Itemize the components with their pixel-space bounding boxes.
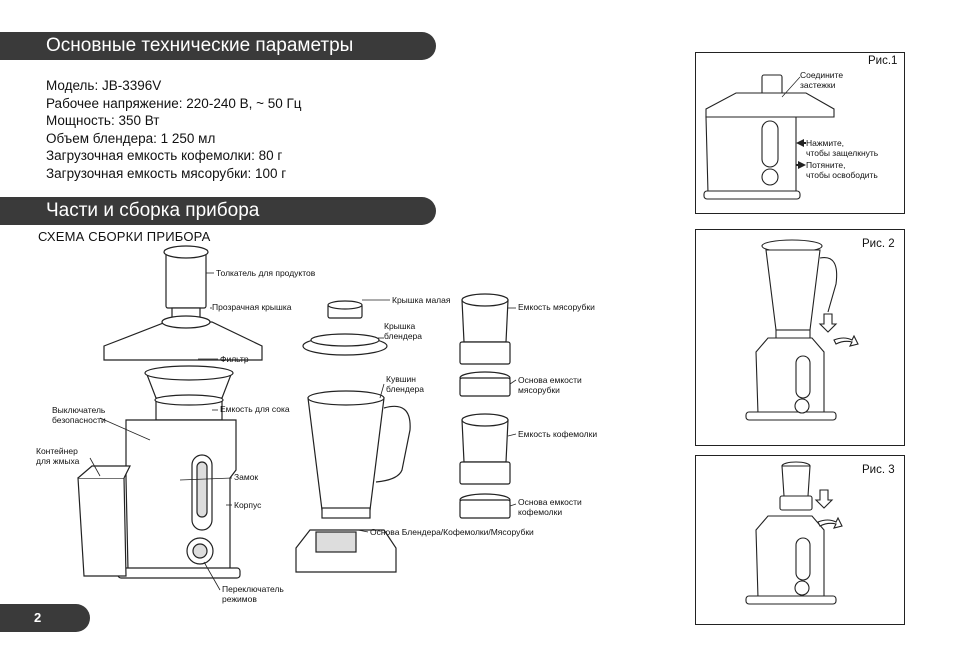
label-lock: Замок [234, 472, 259, 482]
rotate-arrow-icon [817, 516, 843, 529]
figure-1-arrows [796, 139, 806, 169]
scheme-title: СХЕМА СБОРКИ ПРИБОРА [38, 229, 211, 244]
figure-2-drawing [745, 239, 859, 421]
figure-2-title: Рис. 2 [862, 238, 895, 250]
arrow-down-icon [818, 313, 838, 333]
label-mode-switch: Переключатель режимов [222, 584, 284, 604]
label-grinder-container: Емкость кофемолки [518, 429, 598, 439]
label-safety-switch: Выключатель безопасности [52, 405, 106, 425]
label-lid: Прозрачная крышка [212, 302, 292, 312]
spec-blender-volume: Объем блендера: 1 250 мл [46, 130, 216, 146]
specs-list: Модель: JB-3396V Рабочее напряжение: 220… [46, 77, 302, 182]
page-number: 2 [0, 604, 90, 632]
arrow-right-icon [796, 161, 806, 169]
figure-1-connect-label: Соедините застежки [800, 70, 844, 90]
section-title-parts: Части и сборка прибора [0, 197, 436, 225]
figure-1-drawing [703, 74, 835, 200]
spec-grinder-capacity: Загрузочная емкость кофемолки: 80 г [46, 148, 283, 163]
spec-voltage: Рабочее напряжение: 220-240 В, ~ 50 Гц [46, 95, 302, 111]
figure-1: Рис.1 Соедините застежки Нажмите, чтобы … [695, 52, 905, 214]
label-blender-lid: Крышка блендера [384, 321, 423, 341]
label-body: Корпус [234, 500, 262, 510]
label-blender-jug: Кувшин блендера [386, 374, 425, 394]
rotate-arrow-icon [833, 334, 859, 347]
spec-model: Модель: JB-3396V [46, 78, 162, 93]
figure-2: Рис. 2 [695, 229, 905, 446]
section-title-specs: Основные технические параметры [0, 32, 436, 60]
figure-1-pull-label: Потяните, чтобы освободить [806, 160, 878, 180]
spec-power: Мощность: 350 Вт [46, 113, 160, 128]
label-filter: Фильтр [220, 354, 249, 364]
figure-1-press-label: Нажмите, чтобы защелкнуть [806, 138, 879, 158]
label-mincer-base: Основа емкости мясорубки [518, 375, 582, 395]
label-small-lid: Крышка малая [392, 295, 451, 305]
label-pulp-container: Контейнер для жмыха [36, 446, 80, 466]
figure-3-drawing [745, 461, 843, 605]
figure-3-title: Рис. 3 [862, 464, 895, 476]
label-pusher: Толкатель для продуктов [216, 268, 316, 278]
label-juice-container: Емкость для сока [220, 404, 290, 414]
spec-mincer-capacity: Загрузочная емкость мясорубки: 100 г [46, 165, 287, 181]
arrow-down-icon [814, 489, 834, 509]
figure-1-title: Рис.1 [868, 55, 898, 67]
label-grinder-base: Основа емкости кофемолки [518, 497, 582, 517]
label-base: Основа Блендера/Кофемолки/Мясорубки [370, 527, 534, 537]
figure-3: Рис. 3 [695, 455, 905, 625]
label-mincer-container: Емкость мясорубки [518, 302, 595, 312]
arrow-left-icon [796, 139, 806, 147]
